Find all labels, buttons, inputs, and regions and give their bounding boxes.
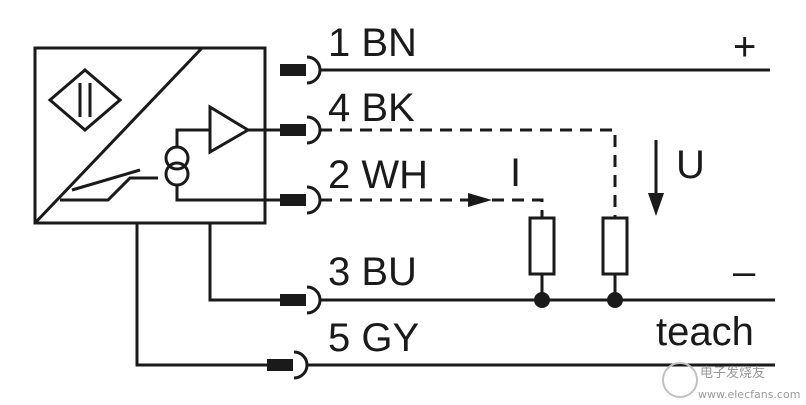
load-resistors: [528, 216, 629, 300]
sensor-diagonal: [33, 46, 204, 225]
watermark-logo-icon: [662, 362, 698, 398]
connector-socket: [306, 55, 322, 85]
resistor-icon: [528, 216, 556, 276]
pin-label-3: 3 BU: [328, 250, 417, 294]
connector-sockets: [293, 55, 322, 380]
voltage-arrow-icon: [648, 140, 664, 216]
connector-plug: [280, 64, 306, 76]
connector-socket: [306, 285, 322, 315]
dashed-wires: [320, 128, 617, 218]
connector-plug: [280, 194, 306, 206]
sensor-symbol-icon: [47, 68, 123, 132]
junction-dot: [607, 292, 623, 308]
current-label: I: [510, 151, 521, 195]
body-leads: [135, 223, 280, 367]
pin-label-5: 5 GY: [328, 316, 419, 360]
amplifier-icon: [208, 104, 251, 155]
connector-plug: [280, 124, 306, 136]
current-arrow-icon: [468, 193, 492, 207]
internal-wiring: [175, 128, 285, 202]
switch-symbol-icon: [60, 168, 158, 202]
junction-dots: [534, 292, 623, 308]
pin-label-4: 4 BK: [328, 86, 415, 130]
terminal-plus: +: [733, 25, 756, 69]
pin-label-2: 2 WH: [328, 153, 428, 197]
connector-socket: [293, 350, 309, 380]
connector-plug: [280, 294, 306, 306]
sensor-housing: [33, 46, 267, 225]
connector-plugs: [267, 64, 306, 371]
watermark: 电子发烧友 www.elecfans.com: [662, 362, 800, 401]
watermark-url: www.elecfans.com: [698, 388, 800, 401]
connector-plug: [267, 359, 293, 371]
watermark-title: 电子发烧友: [700, 365, 765, 381]
terminal-teach: teach: [656, 310, 754, 354]
connector-socket: [306, 185, 322, 215]
junction-dot: [534, 292, 550, 308]
terminal-minus: –: [733, 250, 756, 294]
voltage-label: U: [676, 143, 705, 187]
sensor-body: [33, 46, 267, 225]
pin-label-1: 1 BN: [328, 21, 417, 65]
resistor-icon: [601, 216, 629, 276]
wire-wh-load: [492, 198, 544, 218]
current-source-icon: [164, 145, 190, 187]
connector-socket: [306, 115, 322, 145]
